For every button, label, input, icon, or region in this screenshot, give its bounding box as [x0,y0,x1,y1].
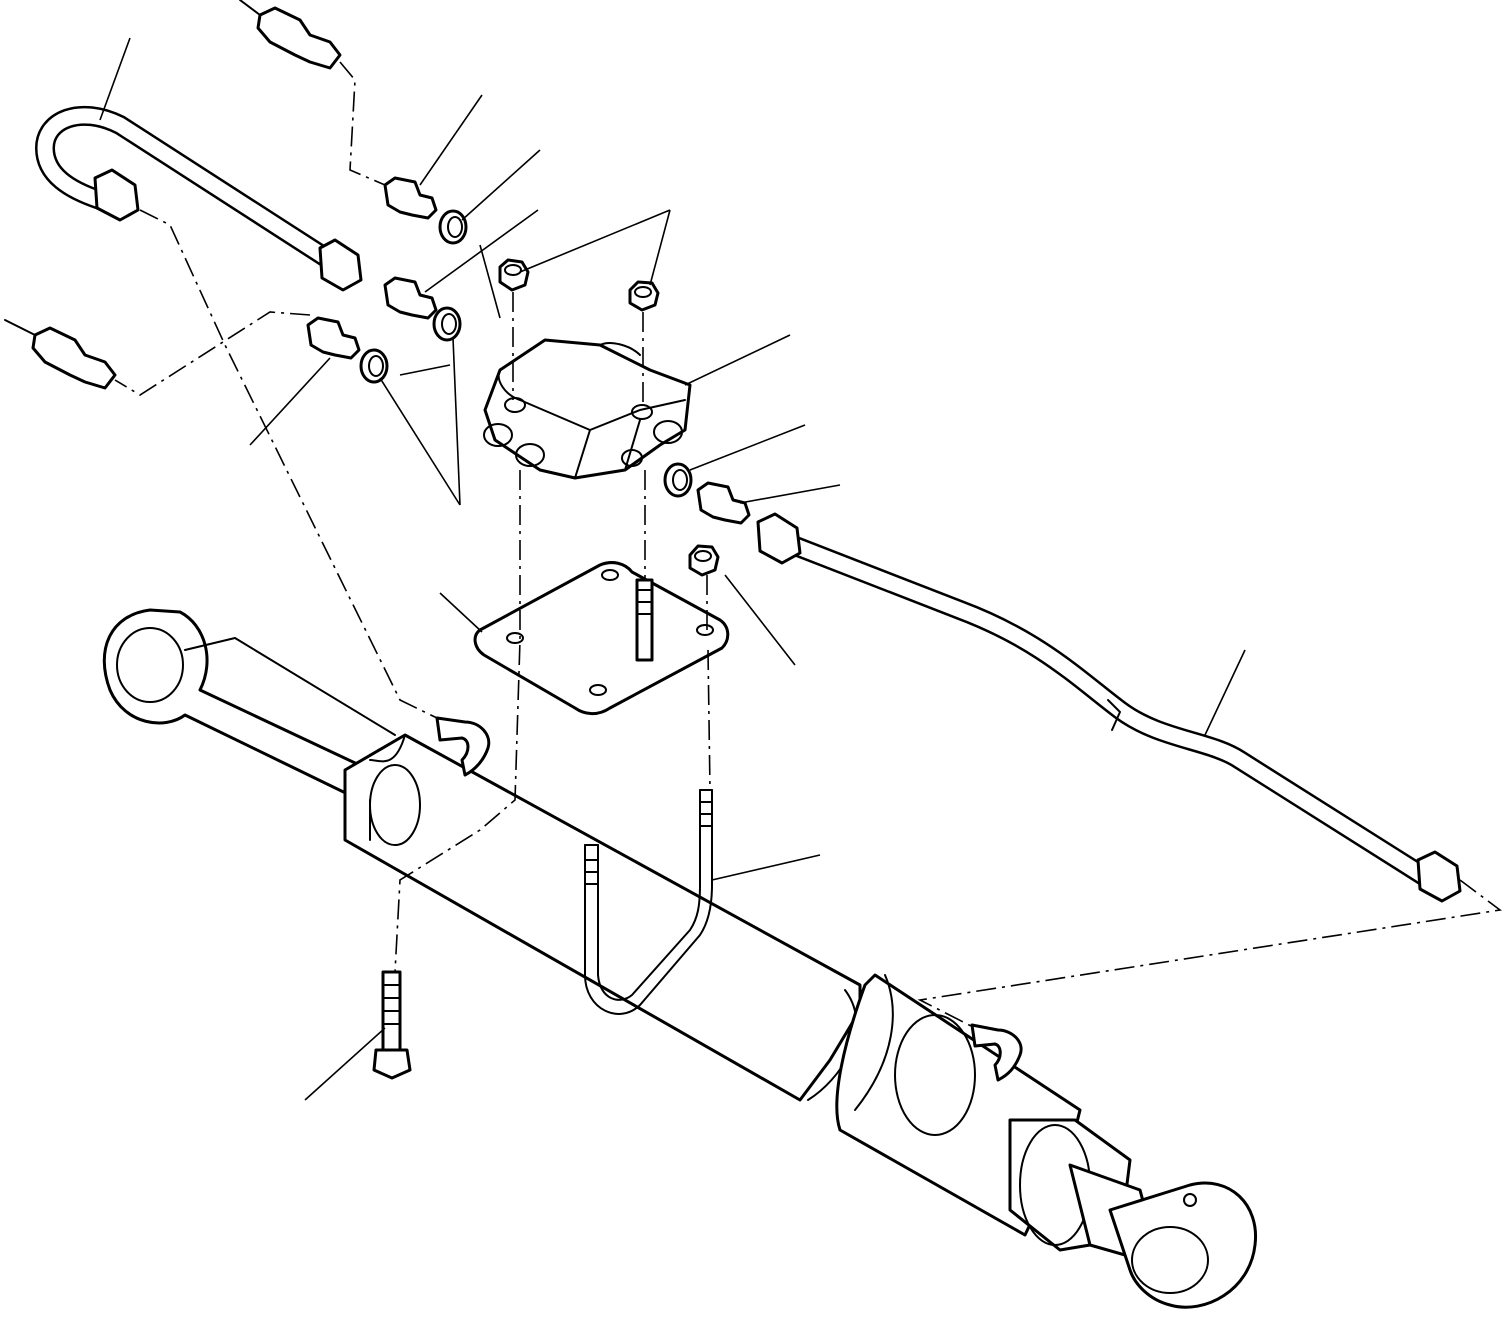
o-ring-3 [359,348,389,384]
union-fitting-1 [383,176,438,220]
hose-end-lower [4,319,117,390]
straight-tube-right [756,512,1462,903]
valve-block [483,338,692,480]
union-fitting-3 [306,316,361,360]
union-fitting-4 [696,481,751,525]
o-ring-2 [432,306,462,342]
stud [635,578,654,662]
nut-1 [498,258,530,292]
leader-lines [99,37,1246,1101]
u-bolt [584,789,713,1015]
o-ring-1 [438,209,468,245]
o-ring-4 [663,462,693,498]
hydraulic-cylinder [102,608,1258,1309]
mounting-plate [473,561,730,716]
nut-3 [688,544,720,577]
alignment-lines [114,61,1502,1029]
hose-end-upper [239,0,342,70]
u-tube-left [35,106,363,292]
nut-2 [628,280,660,312]
bolt [372,970,412,1080]
union-fitting-2 [383,276,438,320]
cylinder-port-elbow-rear [970,1023,1023,1082]
cylinder-port-elbow-front [435,716,491,777]
